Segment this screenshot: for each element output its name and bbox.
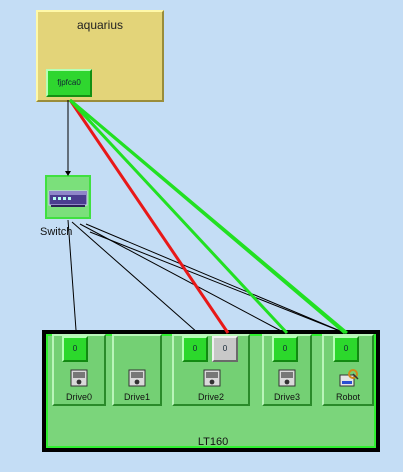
link-switch-drive2 [71,221,199,334]
drive3-port[interactable]: 0 [272,336,298,362]
drive1-label: Drive1 [123,392,150,402]
network-switch-icon [48,190,88,207]
drive2-label: Drive2 [197,392,224,402]
robot-port[interactable]: 0 [333,336,359,362]
switch-node[interactable] [45,175,91,219]
drive0-label: Drive0 [65,392,92,402]
path-ok-robot-a [69,98,346,335]
drive1[interactable]: Drive1 [112,334,162,406]
drive2[interactable]: 0 0 Drive2 [172,334,250,406]
host-name: aquarius [76,18,124,32]
link-switch-robot-a [85,223,346,334]
switch-label: Switch [40,226,73,238]
drive0-port[interactable]: 0 [62,336,88,362]
drive3-label: Drive3 [273,392,300,402]
path-ok-drive3 [68,98,289,335]
link-switch-robot-b [89,231,346,334]
hba-port[interactable]: fjpfca0 [46,69,92,97]
drive3[interactable]: 0 Drive3 [262,334,312,406]
tape-drive-icon [203,369,221,387]
robot-label: Robot [335,392,361,402]
host-node[interactable]: aquarius fjpfca0 [36,10,164,102]
tape-drive-icon [128,369,146,387]
link-switch-drive3 [79,223,286,334]
library-label: LT160 [197,436,229,448]
tape-drive-icon [278,369,296,387]
drive2-port-a[interactable]: 0 [182,336,208,362]
robot-icon [339,369,359,387]
drive0[interactable]: 0 Drive0 [52,334,106,406]
path-ok-robot-b [69,98,348,335]
drive2-port-b[interactable]: 0 [212,336,238,362]
robot[interactable]: 0 Robot [322,334,374,406]
tape-drive-icon [70,369,88,387]
path-failed-drive2 [68,99,230,334]
